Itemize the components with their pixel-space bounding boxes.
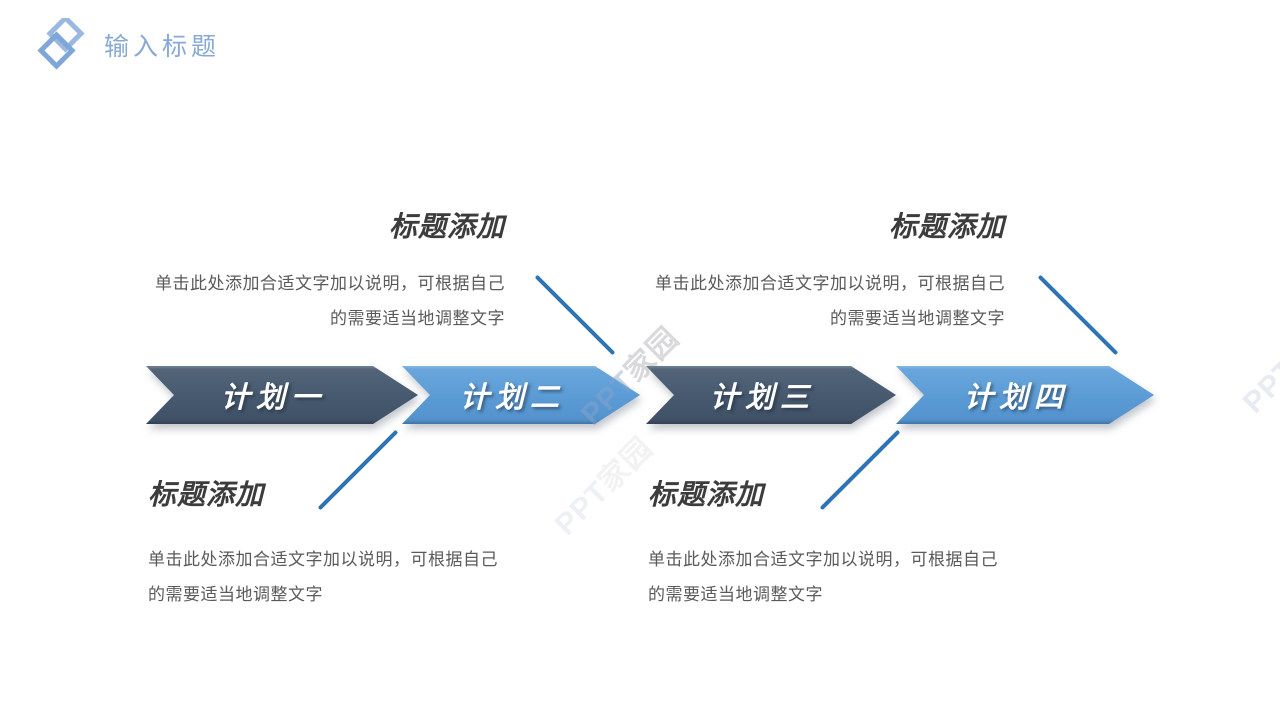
slide-title[interactable]: 输入标题 bbox=[104, 33, 221, 61]
callout-heading[interactable]: 标题添加 bbox=[888, 211, 1005, 242]
watermark-latin: PPT bbox=[548, 475, 616, 542]
callout-heading[interactable]: 标题添加 bbox=[648, 479, 765, 510]
watermark: PPT家园 bbox=[1231, 303, 1280, 421]
chevron-arrow-shape: 计划一 bbox=[146, 366, 418, 424]
connector-line-top-left bbox=[534, 274, 616, 356]
callout-body-line: 的需要适当地调整文字 bbox=[830, 309, 1005, 328]
slide-header: 输入标题 bbox=[36, 18, 220, 72]
callout-body-line: 的需要适当地调整文字 bbox=[330, 309, 505, 328]
process-step-3[interactable]: 计划三 bbox=[646, 366, 896, 424]
process-step-4[interactable]: 计划四 bbox=[896, 366, 1154, 424]
callout-body[interactable]: 单击此处添加合适文字加以说明，可根据自己 的需要适当地调整文字 bbox=[613, 266, 1005, 336]
process-step-1[interactable]: 计划一 bbox=[146, 366, 418, 424]
chevron-arrow-shape: 计划四 bbox=[896, 366, 1154, 424]
callout-body-line: 单击此处添加合适文字加以说明，可根据自己 bbox=[155, 274, 505, 293]
step-label: 计划一 bbox=[220, 382, 326, 414]
callout-heading[interactable]: 标题添加 bbox=[388, 211, 505, 242]
callout-body-line: 单击此处添加合适文字加以说明，可根据自己 bbox=[648, 550, 998, 569]
callout-top-left[interactable]: 标题添加 单击此处添加合适文字加以说明，可根据自己 的需要适当地调整文字 bbox=[113, 210, 505, 336]
callout-bottom-left[interactable]: 标题添加 单击此处添加合适文字加以说明，可根据自己 的需要适当地调整文字 bbox=[148, 478, 540, 612]
step-label: 计划四 bbox=[963, 382, 1069, 414]
callout-body-line: 的需要适当地调整文字 bbox=[148, 585, 323, 604]
chevron-arrow-shape: 计划三 bbox=[646, 366, 896, 424]
callout-body[interactable]: 单击此处添加合适文字加以说明，可根据自己 的需要适当地调整文字 bbox=[648, 542, 1040, 612]
double-diamond-logo-icon bbox=[37, 18, 85, 70]
callout-body-line: 单击此处添加合适文字加以说明，可根据自己 bbox=[148, 550, 498, 569]
step-label: 计划三 bbox=[709, 382, 815, 414]
callout-body-line: 的需要适当地调整文字 bbox=[648, 585, 823, 604]
callout-body[interactable]: 单击此处添加合适文字加以说明，可根据自己 的需要适当地调整文字 bbox=[113, 266, 505, 336]
callout-bottom-right[interactable]: 标题添加 单击此处添加合适文字加以说明，可根据自己 的需要适当地调整文字 bbox=[648, 478, 1040, 612]
chevron-arrow-shape: 计划二 bbox=[402, 366, 640, 424]
connector-line-top-right bbox=[1037, 274, 1119, 356]
process-step-2[interactable]: 计划二 bbox=[402, 366, 640, 424]
callout-body-line: 单击此处添加合适文字加以说明，可根据自己 bbox=[655, 274, 1005, 293]
step-label: 计划二 bbox=[459, 382, 565, 414]
watermark-latin: PPT bbox=[1236, 353, 1280, 420]
callout-body[interactable]: 单击此处添加合适文字加以说明，可根据自己 的需要适当地调整文字 bbox=[148, 542, 540, 612]
callout-top-right[interactable]: 标题添加 单击此处添加合适文字加以说明，可根据自己 的需要适当地调整文字 bbox=[613, 210, 1005, 336]
callout-heading[interactable]: 标题添加 bbox=[148, 479, 265, 510]
watermark: PPT家园 bbox=[543, 425, 661, 543]
